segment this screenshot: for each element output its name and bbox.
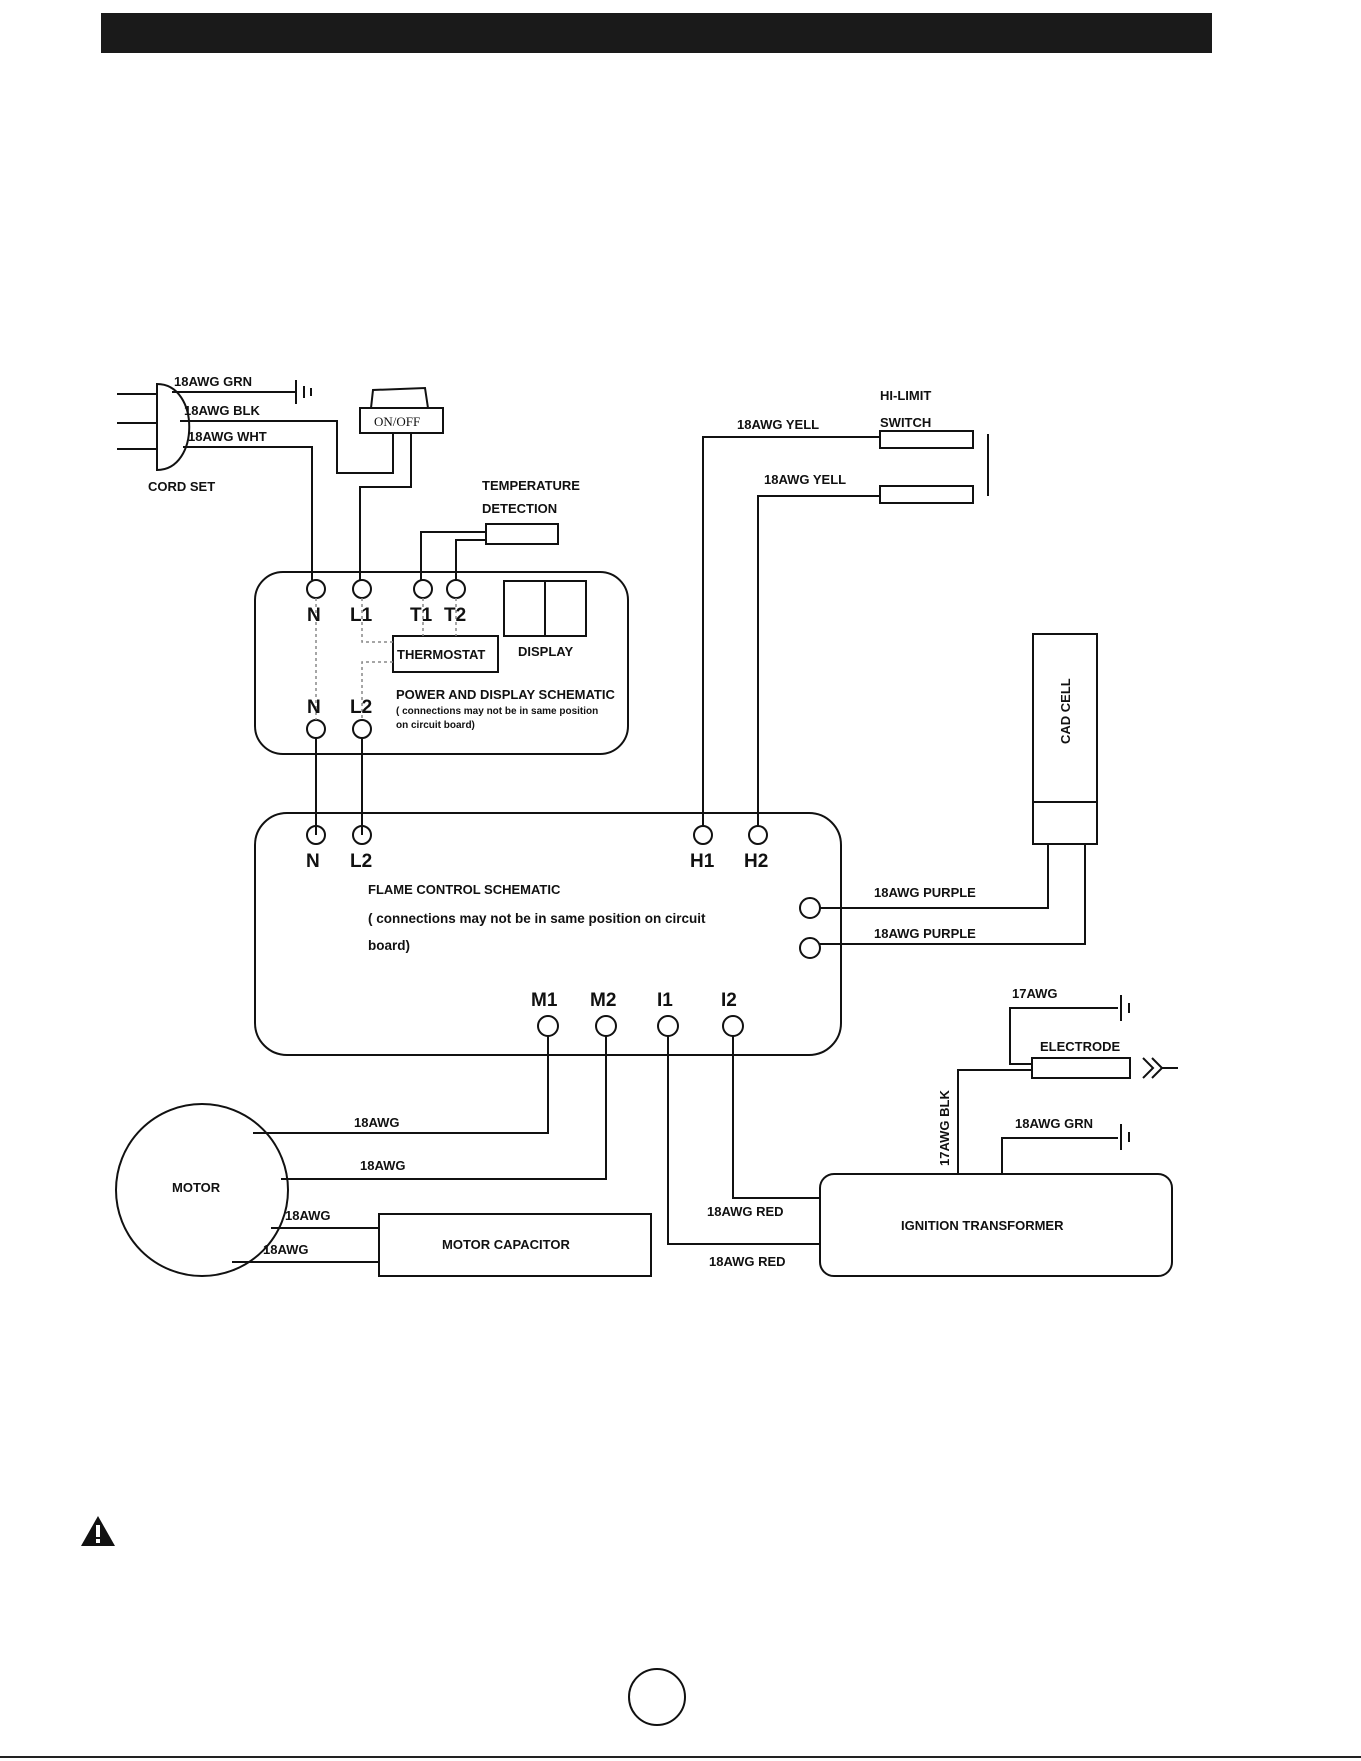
switch-label: ON/OFF xyxy=(374,414,420,429)
power-terminal-n-bottom: N xyxy=(307,697,321,718)
cord-set-label: CORD SET xyxy=(148,479,215,494)
ignition-wire-grn-label: 18AWG GRN xyxy=(1015,1116,1093,1131)
cap-wire-2-label: 18AWG xyxy=(263,1242,309,1257)
motor-wire-m2-label: 18AWG xyxy=(360,1158,406,1173)
thermostat-label: THERMOSTAT xyxy=(397,647,485,662)
hi-limit-contact-2 xyxy=(879,485,974,504)
temp-detection-line1: TEMPERATURE xyxy=(482,478,580,493)
flame-board-title: FLAME CONTROL SCHEMATIC xyxy=(368,882,561,897)
flame-board-note-line2: board) xyxy=(368,938,410,953)
motor-wire-m1-label: 18AWG xyxy=(354,1115,400,1130)
thermostat-box xyxy=(392,635,499,673)
cord-wire-blk-label: 18AWG BLK xyxy=(184,403,260,418)
power-board-note-line1: ( connections may not be in same positio… xyxy=(396,706,598,717)
page-number-circle xyxy=(628,1668,686,1726)
electrode xyxy=(1031,1057,1131,1079)
power-terminal-n: N xyxy=(307,605,321,626)
bottom-rule xyxy=(0,1756,1361,1758)
cord-wire-grn-label: 18AWG GRN xyxy=(174,374,252,389)
flame-terminal-l2: L2 xyxy=(350,851,372,872)
flame-terminal-m1: M1 xyxy=(531,990,558,1011)
on-off-switch xyxy=(359,407,444,434)
cad-cell-wire-2-label: 18AWG PURPLE xyxy=(874,926,976,941)
temperature-sensor xyxy=(485,523,559,545)
power-board-title: POWER AND DISPLAY SCHEMATIC xyxy=(396,687,615,702)
flame-control-board xyxy=(254,812,842,1056)
motor-circle xyxy=(115,1103,289,1277)
hi-limit-line2: SWITCH xyxy=(880,415,931,430)
wire-17awg-blk-label: 17AWG BLK xyxy=(937,1090,952,1166)
power-terminal-l1: L1 xyxy=(350,605,373,626)
flame-terminal-i1: I1 xyxy=(657,990,673,1011)
hi-limit-wire-1-label: 18AWG YELL xyxy=(737,417,819,432)
motor-label: MOTOR xyxy=(172,1180,221,1195)
temp-detection-line2: DETECTION xyxy=(482,501,557,516)
display-label: DISPLAY xyxy=(518,644,573,659)
ignition-transformer-box xyxy=(819,1173,1173,1277)
hi-limit-wire-2-label: 18AWG YELL xyxy=(764,472,846,487)
flame-terminal-n: N xyxy=(306,851,320,872)
power-terminal-l2-bottom: L2 xyxy=(350,697,372,718)
flame-terminal-h2: H2 xyxy=(744,851,768,872)
flame-terminal-h1: H1 xyxy=(690,851,715,872)
cap-wire-1-label: 18AWG xyxy=(285,1208,331,1223)
header-bar xyxy=(101,13,1212,53)
motor-capacitor-label: MOTOR CAPACITOR xyxy=(442,1237,570,1252)
cad-cell-label: CAD CELL xyxy=(1058,678,1073,744)
power-display-board xyxy=(254,571,629,755)
cad-cell xyxy=(1032,633,1098,845)
motor-capacitor-box xyxy=(378,1213,652,1277)
ignition-wire-i1-label: 18AWG RED xyxy=(709,1254,786,1269)
hi-limit-line1: HI-LIMIT xyxy=(880,388,931,403)
power-terminal-t2: T2 xyxy=(444,605,466,626)
power-board-note-line2: on circuit board) xyxy=(396,720,475,731)
cad-cell-wire-1-label: 18AWG PURPLE xyxy=(874,885,976,900)
flame-board-note-line1: ( connections may not be in same positio… xyxy=(368,911,706,926)
ignition-transformer-label: IGNITION TRANSFORMER xyxy=(901,1218,1064,1233)
cord-plug xyxy=(156,382,191,472)
flame-terminal-m2: M2 xyxy=(590,990,616,1011)
power-terminal-t1: T1 xyxy=(410,605,433,626)
warning-icon xyxy=(81,1516,115,1546)
hi-limit-contact-1 xyxy=(879,430,974,449)
electrode-label: ELECTRODE xyxy=(1040,1039,1121,1054)
wire-17awg-label: 17AWG xyxy=(1012,986,1058,1001)
ignition-wire-i2-label: 18AWG RED xyxy=(707,1204,784,1219)
cord-wire-wht-label: 18AWG WHT xyxy=(188,429,267,444)
flame-terminal-i2: I2 xyxy=(721,990,737,1011)
